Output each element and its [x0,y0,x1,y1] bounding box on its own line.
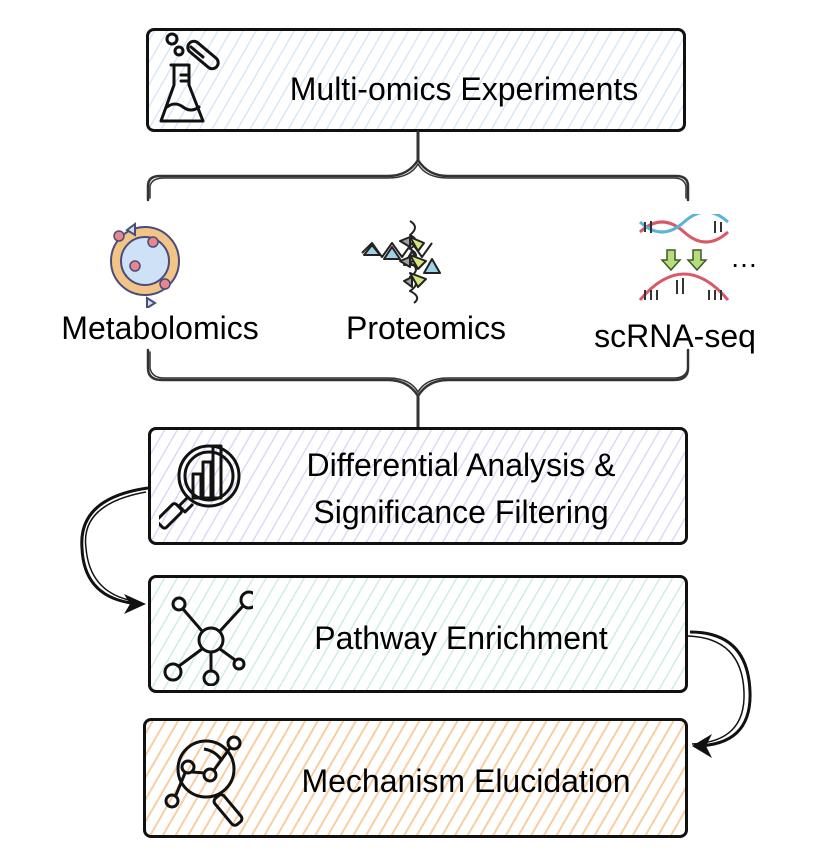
hatch-fill [151,578,685,690]
arrowhead-step3 [124,594,146,614]
hatch-fill [146,721,685,835]
flask-test-tube-icon [159,32,220,123]
omics-label-proteomics: Proteomics [345,310,507,346]
hatch-fill [151,430,685,542]
step-label: Mechanism Elucidation [301,763,631,799]
omics-label-scrnaseq: scRNA-seq [594,318,756,354]
arrow-step3-to-step4 [689,630,752,748]
step-multi-omics-experiments: Multi-omics Experiments [146,28,686,132]
network-hub-icon [163,590,253,686]
step-differential-analysis: Differential Analysis & Significance Fil… [148,427,688,545]
arrowhead-step4 [692,734,712,758]
omics-label-metabolomics: Metabolomics [61,310,259,346]
step-label-line2: Significance Filtering [313,494,609,530]
step-pathway-enrichment: Pathway Enrichment [148,575,688,693]
top-brace [146,157,690,202]
magnifier-bar-chart-icon [159,444,241,530]
step-label: Multi-omics Experiments [289,71,639,107]
ellipsis-more-omics: … [730,242,758,273]
step-label: Pathway Enrichment [314,620,608,656]
hatch-fill [149,31,683,129]
protein-helix-icon [361,220,441,304]
arrow-step2-to-step3 [80,486,149,606]
step-mechanism-elucidation: Mechanism Elucidation [143,718,688,838]
step-label-line1: Differential Analysis & [306,447,616,483]
magnifier-graph-icon [164,735,244,827]
bottom-brace [146,348,690,399]
dna-transcription-icon [638,214,730,301]
metabolism-cycle-icon [110,222,180,308]
